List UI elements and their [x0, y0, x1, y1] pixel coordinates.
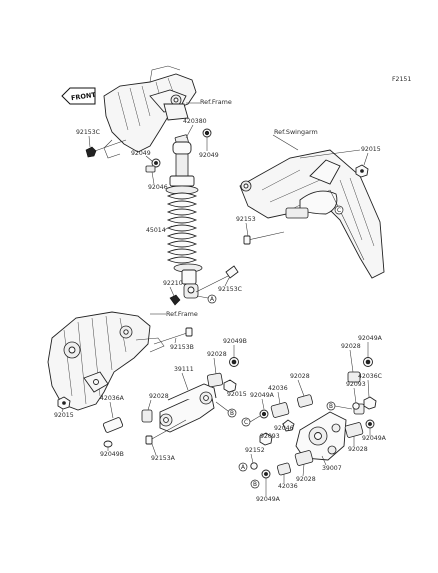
tie-rod-39111	[159, 383, 217, 433]
label-39007: 39007	[322, 465, 342, 472]
label-92153c-a: 92153C	[76, 129, 100, 136]
svg-text:A: A	[210, 297, 214, 303]
label-92028-a: 92028	[207, 351, 227, 358]
label-42036c: 42036C	[358, 373, 382, 380]
label-92049b-a: 92049B	[223, 338, 247, 345]
rocker-right-bushings	[344, 357, 377, 438]
callout-a-rocker: A	[238, 462, 248, 472]
svg-text:C: C	[337, 208, 341, 214]
label-92152: 92152	[245, 447, 265, 454]
label-92028-c: 92028	[290, 373, 310, 380]
label-92049a-c: 92049A	[358, 335, 383, 342]
rocker-left-bushings	[259, 394, 314, 446]
swingarm-bolt	[243, 231, 285, 245]
bolt-92153c-upper	[85, 139, 127, 158]
svg-text:B: B	[253, 482, 257, 488]
label-92153b: 92153B	[170, 344, 194, 351]
label-92093-b: 92093	[346, 381, 366, 388]
label-92028-f: 92028	[348, 446, 368, 453]
label-39111: 39111	[174, 366, 194, 373]
label-45014: 45014	[146, 227, 166, 234]
svg-text:B: B	[230, 411, 234, 417]
tie-rod-upper-bushings	[206, 357, 239, 393]
lower-frame-nut	[57, 396, 71, 410]
tie-rod-lower-bushings	[102, 409, 153, 448]
label-42036-a: 42036	[268, 385, 288, 392]
callout-a-upper: A	[196, 294, 217, 304]
label-92049a-a: 92049A	[250, 392, 275, 399]
callout-c-swingarm: C	[334, 205, 344, 215]
lower-frame-drawing	[47, 311, 165, 411]
label-92028-e: 92028	[341, 343, 361, 350]
label-92153a: 92153A	[151, 455, 176, 462]
label-92015-a: 92015	[361, 146, 381, 153]
rocker-lower-left-hardware	[250, 450, 314, 479]
swingarm-drawing	[239, 149, 385, 279]
label-92046-b: 92046	[274, 425, 294, 432]
label-92049-a: 92049	[199, 152, 219, 159]
lower-frame-bolt	[153, 327, 193, 345]
svg-text:C: C	[244, 420, 248, 426]
label-92046: 92046	[148, 184, 168, 191]
callout-b-rocker: B	[250, 479, 260, 489]
rocker-arm-39007	[295, 411, 347, 461]
label-42036-b: 42036	[278, 483, 298, 490]
label-92028-b: 92028	[149, 393, 169, 400]
label-92153c-b: 92153C	[218, 286, 242, 293]
swingarm-nut	[355, 164, 369, 178]
label-92210: 92210	[163, 280, 183, 287]
label-92049a-b: 92049A	[256, 496, 281, 503]
front-arrow-icon: FRONT	[61, 87, 97, 105]
callout-b-tie-rod: B	[215, 401, 237, 418]
callout-b-right: B	[326, 401, 353, 411]
label-92015-b: 92015	[54, 412, 74, 419]
label-92153: 92153	[236, 216, 256, 223]
label-92015-c: 92015	[227, 391, 247, 398]
label-92049b-b: 92049B	[100, 451, 124, 458]
label-42036a: 42036A	[100, 395, 125, 402]
figure-code: F2151	[392, 76, 411, 83]
bolt-92153a	[145, 419, 187, 445]
label-92049a-d: 92049A	[362, 435, 387, 442]
svg-text:B: B	[329, 404, 333, 410]
lower-shock-bolt	[169, 265, 239, 306]
label-92028-d: 92028	[296, 476, 316, 483]
label-420380: 420380	[183, 118, 207, 125]
upper-frame-drawing	[103, 65, 197, 159]
front-label: FRONT	[71, 91, 97, 102]
label-92049-b: 92049	[131, 150, 151, 157]
label-92093-a: 92093	[260, 433, 280, 440]
svg-text:A: A	[241, 465, 245, 471]
callout-c-rocker: C	[241, 415, 261, 427]
ref-swingarm: Ref.Swingarm	[274, 128, 318, 136]
rear-shock-absorber	[165, 141, 203, 299]
ref-frame-top: Ref.Frame	[200, 98, 232, 106]
ref-frame-bottom: Ref.Frame	[166, 310, 198, 318]
